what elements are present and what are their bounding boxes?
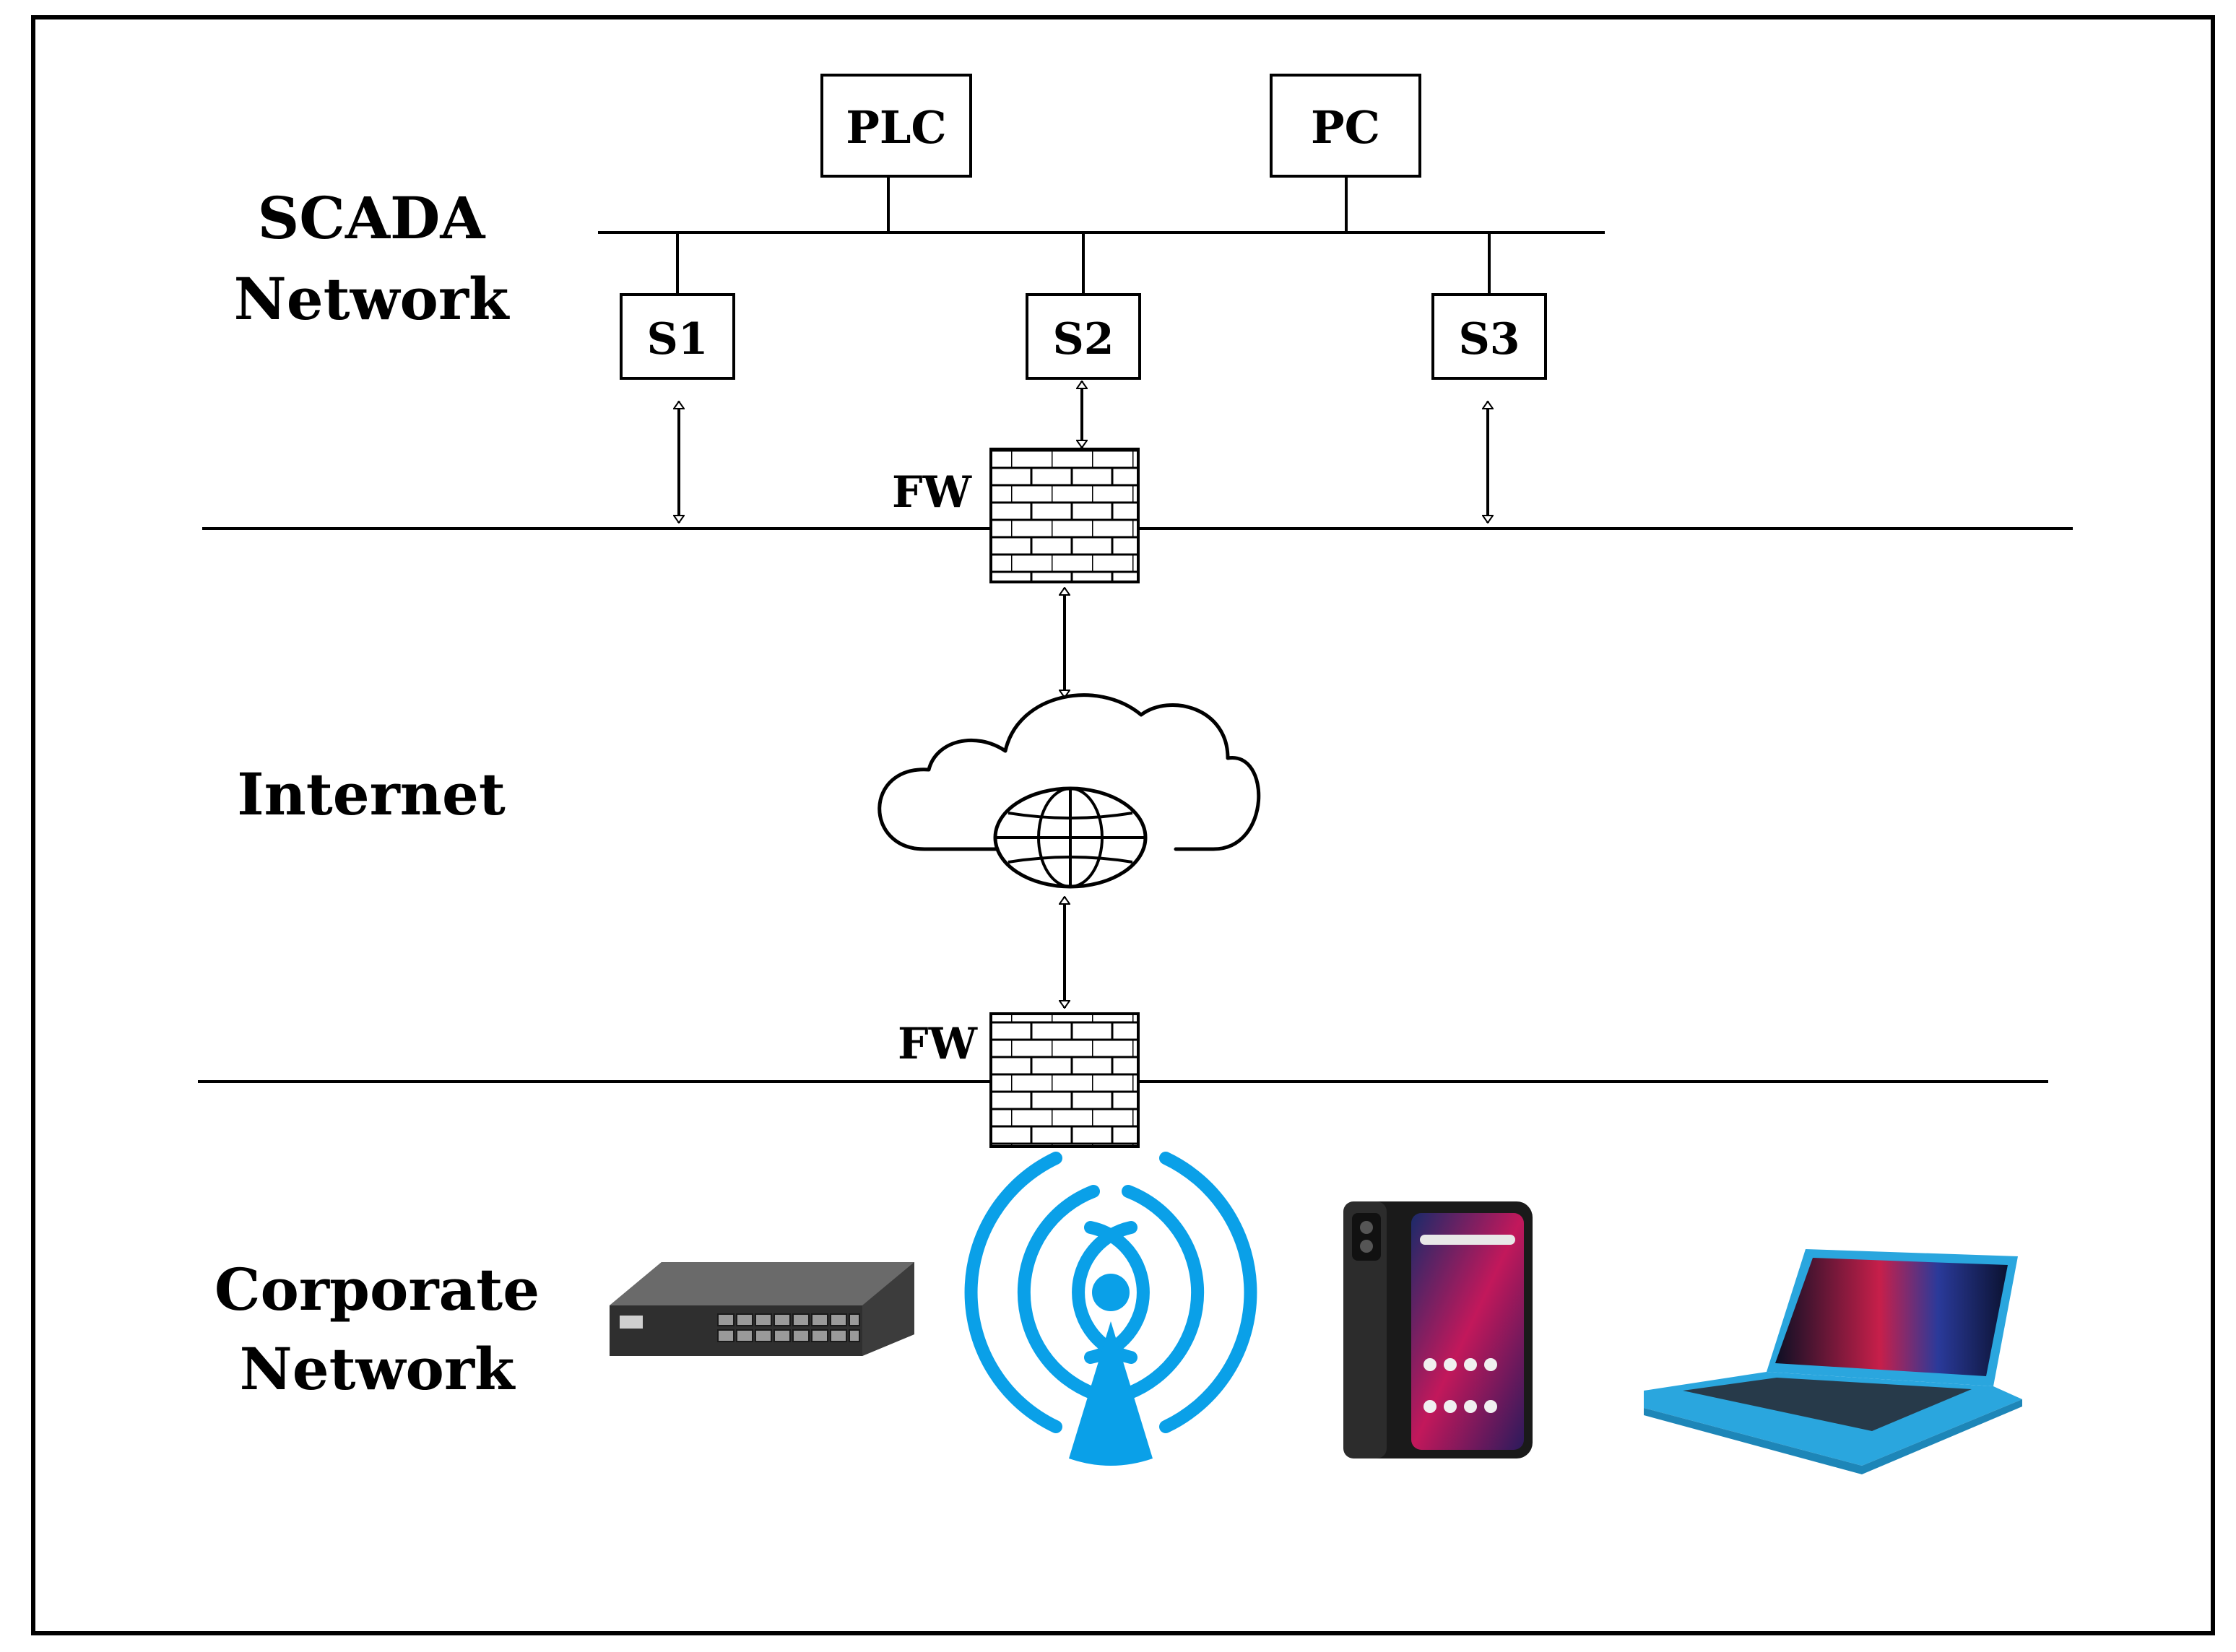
corporate-label-line1: Corporate [214, 1256, 540, 1323]
wireless-access-point-icon [964, 1152, 1257, 1466]
plc-node: PLC [820, 74, 972, 178]
upper-firewall: FW [892, 448, 1140, 583]
s2-node: S2 [1026, 293, 1141, 380]
outer-frame [31, 15, 2215, 1635]
upper-firewall-label: FW [892, 467, 973, 518]
s1-label: S1 [646, 314, 708, 365]
smartphone-icon [1343, 1201, 1533, 1458]
s1-node: S1 [620, 293, 735, 380]
laptop-icon [1644, 1249, 2022, 1474]
corporate-label-line2: Network [240, 1335, 516, 1403]
s2-label: S2 [1052, 314, 1114, 365]
scada-label-line1: SCADA [258, 184, 486, 252]
s3-label: S3 [1458, 314, 1520, 365]
internet-label: Internet [237, 760, 506, 828]
lower-firewall-label: FW [898, 1019, 979, 1069]
network-switch-icon [610, 1262, 914, 1356]
pc-label: PC [1311, 101, 1380, 154]
lower-firewall: FW [898, 1012, 1140, 1148]
scada-label-line2: Network [234, 265, 510, 333]
s3-node: S3 [1431, 293, 1547, 380]
pc-node: PC [1270, 74, 1421, 178]
globe-icon [993, 786, 1148, 889]
plc-label: PLC [846, 101, 947, 154]
internet-cloud-icon [878, 693, 1261, 889]
